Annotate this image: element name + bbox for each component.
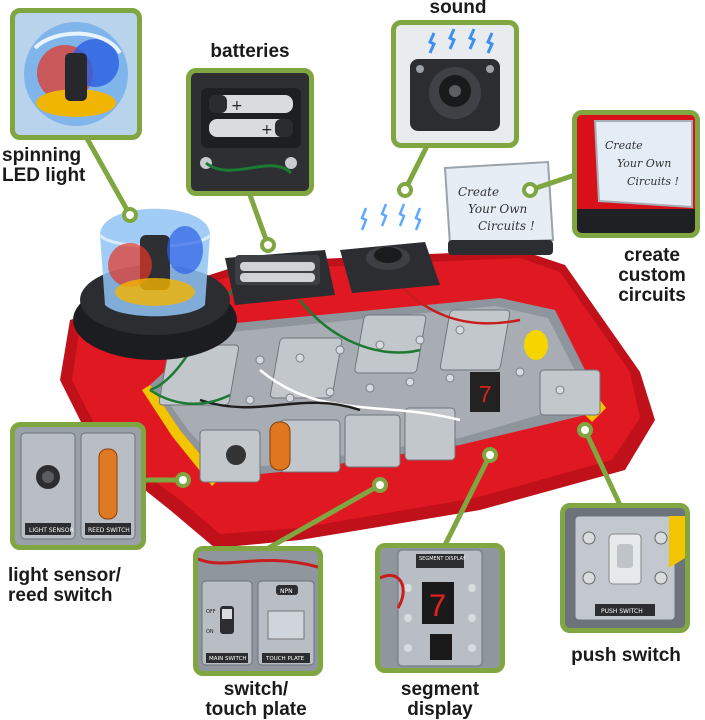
label-switch-line2: touch plate (205, 699, 307, 720)
label-light-sensor-reed: light sensor/ reed switch (8, 566, 121, 606)
inset-whiteboard-text-2: Your Own (617, 157, 671, 170)
inset-spinning-led (10, 8, 142, 140)
svg-text:+: + (231, 98, 243, 114)
svg-text:7: 7 (478, 383, 492, 410)
label-switch-touch: switch/ touch plate (185, 680, 327, 720)
whiteboard-text-1: Create (458, 185, 499, 199)
inset-light-sensor-text: LIGHT SENSOR (29, 527, 74, 534)
label-create-custom-circuits: create custom circuits (602, 246, 702, 306)
segment-digit: 7 (428, 589, 447, 626)
inset-main-switch-text: MAIN SWITCH (209, 656, 247, 662)
label-spinning-line1: spinning (2, 145, 82, 166)
label-batteries: batteries (210, 41, 290, 62)
inset-npn-text: NPN (280, 588, 293, 595)
inset-batteries: + + (186, 68, 314, 196)
label-segment-line2: display (407, 699, 473, 720)
inset-whiteboard-text-1: Create (605, 139, 643, 152)
inset-push-switch-text: PUSH SWITCH (601, 608, 643, 615)
inset-off-text: OFF (206, 609, 216, 615)
inset-on-text: ON (206, 629, 214, 635)
inset-segment-title: SEGMENT DISPLAY (419, 556, 467, 562)
label-sound: sound (429, 0, 487, 18)
inset-whiteboard: Create Your Own Circuits ! (572, 110, 700, 238)
inset-sound (391, 20, 519, 148)
svg-text:+: + (261, 122, 273, 138)
inset-switch-touch: MAIN SWITCH TOUCH PLATE OFF ON NPN (193, 546, 323, 676)
label-switch-line1: switch/ (223, 679, 289, 700)
label-light-sensor-line2: reed switch (8, 585, 113, 606)
whiteboard-text-3: Circuits ! (478, 219, 535, 233)
inset-segment-display: SEGMENT DISPLAY 7 (375, 543, 505, 673)
label-segment-display: segment display (385, 680, 495, 720)
label-spinning-line2: LED light (2, 165, 86, 186)
inset-push-switch: PUSH SWITCH (560, 503, 690, 633)
label-create-line3: circuits (618, 285, 686, 306)
inset-reed-switch-text: REED SWITCH (88, 527, 130, 534)
label-light-sensor-line1: light sensor/ (8, 565, 121, 586)
label-segment-line1: segment (400, 679, 480, 700)
label-push-switch: push switch (571, 645, 681, 666)
whiteboard-text-2: Your Own (468, 202, 527, 216)
label-create-line2: custom (618, 265, 686, 286)
inset-light-sensor: LIGHT SENSOR REED SWITCH (10, 422, 146, 550)
inset-whiteboard-text-3: Circuits ! (627, 175, 679, 188)
inset-touch-plate-text: TOUCH PLATE (265, 656, 305, 662)
label-create-line1: create (624, 245, 680, 266)
label-spinning-led: spinning LED light (2, 146, 85, 186)
